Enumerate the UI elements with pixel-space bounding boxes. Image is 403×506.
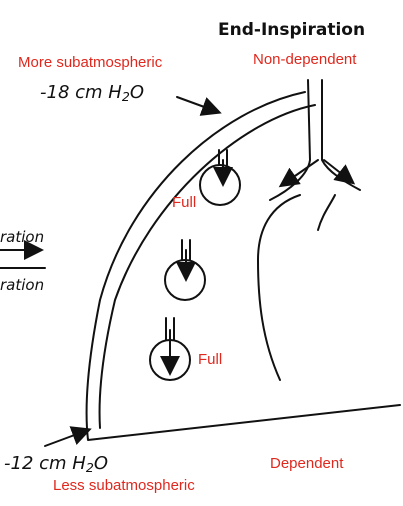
label-pressure-top: -18 cm H2O bbox=[40, 82, 145, 105]
trachea-left bbox=[269, 79, 311, 201]
label-more-subatmospheric: More subatmospheric bbox=[18, 54, 163, 71]
alveolus-top bbox=[199, 164, 241, 206]
bronchus-right bbox=[317, 194, 336, 231]
label-less-subatmospheric: Less subatmospheric bbox=[53, 477, 195, 494]
label-non-dependent: Non-dependent bbox=[253, 51, 357, 68]
label-inspiration-cut-1: ration bbox=[0, 228, 45, 246]
label-full-bottom: Full bbox=[198, 351, 223, 368]
arrow-bottom-pressure bbox=[44, 426, 92, 447]
page-title: End-Inspiration bbox=[218, 20, 366, 40]
lung-outer-wall bbox=[85, 91, 401, 441]
label-inspiration-cut-2: ration bbox=[0, 276, 45, 294]
lung-inner-wall bbox=[98, 104, 316, 429]
label-pressure-bottom: -12 cm H2O bbox=[4, 453, 109, 476]
label-full-top: Full bbox=[172, 194, 197, 211]
bronchus-lower bbox=[257, 194, 301, 381]
label-dependent: Dependent bbox=[270, 455, 344, 472]
arrow-top-pressure bbox=[176, 96, 222, 116]
